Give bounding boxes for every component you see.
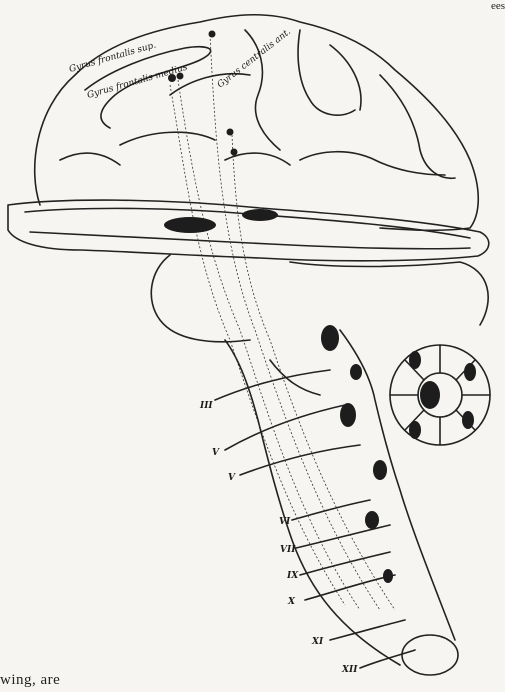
nerve-label-5b: V [228, 473, 236, 483]
tract-fibre-2 [210, 35, 380, 610]
tract-fibre-4 [170, 85, 345, 605]
nerve-label-7: VII [280, 545, 296, 555]
motor-cell-5 [231, 149, 238, 156]
nerve-label-3: III [199, 401, 213, 411]
nucleus-3 [321, 325, 339, 351]
nucleus-9 [383, 569, 393, 583]
cerebellar-fold-1 [409, 351, 421, 369]
thalamus-mass [242, 209, 278, 221]
temporal-lobe [151, 255, 250, 342]
nerve-label-11: XI [311, 637, 324, 647]
medulla-section [402, 635, 458, 675]
nerve-root-3 [215, 370, 330, 400]
cerebellar-fold-3 [462, 411, 474, 429]
brainstem-left [225, 340, 400, 665]
sulcus-9 [300, 152, 445, 175]
callosum-inner-2 [30, 232, 470, 249]
label-gyrus-frontalis-medius: Gyrus frontalis medius [86, 63, 189, 101]
page-caption: wing, are [0, 672, 60, 689]
nucleus-4 [350, 364, 362, 380]
cerebellar-fold-4 [409, 421, 421, 439]
nerve-label-10: X [287, 597, 296, 607]
nucleus-6 [373, 460, 387, 480]
cerebellar-dentate [420, 381, 440, 409]
nerve-root-6 [292, 500, 370, 520]
corner-text: ees [491, 0, 505, 12]
internal-capsule-mass [164, 217, 216, 233]
motor-cell-4 [227, 129, 234, 136]
nucleus-5 [340, 403, 356, 427]
sulcus-8 [60, 153, 120, 165]
cerebellar-fold-2 [464, 363, 476, 381]
nerve-label-12: XII [341, 665, 358, 675]
nerve-root-11 [330, 620, 405, 640]
nucleus-7 [365, 511, 379, 529]
sulcus-5 [330, 45, 361, 110]
nerve-root-5a [225, 405, 345, 450]
nerve-root-5b [240, 445, 360, 475]
temporal-lobe-2 [290, 262, 488, 325]
nerve-label-5a: V [212, 448, 220, 458]
label-gyrus-frontalis-sup: Gyrus frontalis sup. [68, 40, 157, 74]
nerve-label-9: IX [286, 571, 299, 581]
sulcus-7 [120, 132, 215, 145]
nerve-root-9 [300, 552, 390, 575]
pons-outline [270, 360, 320, 395]
nerve-label-6: VI [279, 517, 291, 527]
nerve-root-7 [296, 525, 390, 548]
sulcus-4 [298, 30, 355, 115]
motor-cell-3 [209, 31, 216, 38]
label-gyrus-centralis-ant: Gyrus centralis ant. [216, 27, 293, 90]
nerve-root-10 [305, 575, 395, 600]
